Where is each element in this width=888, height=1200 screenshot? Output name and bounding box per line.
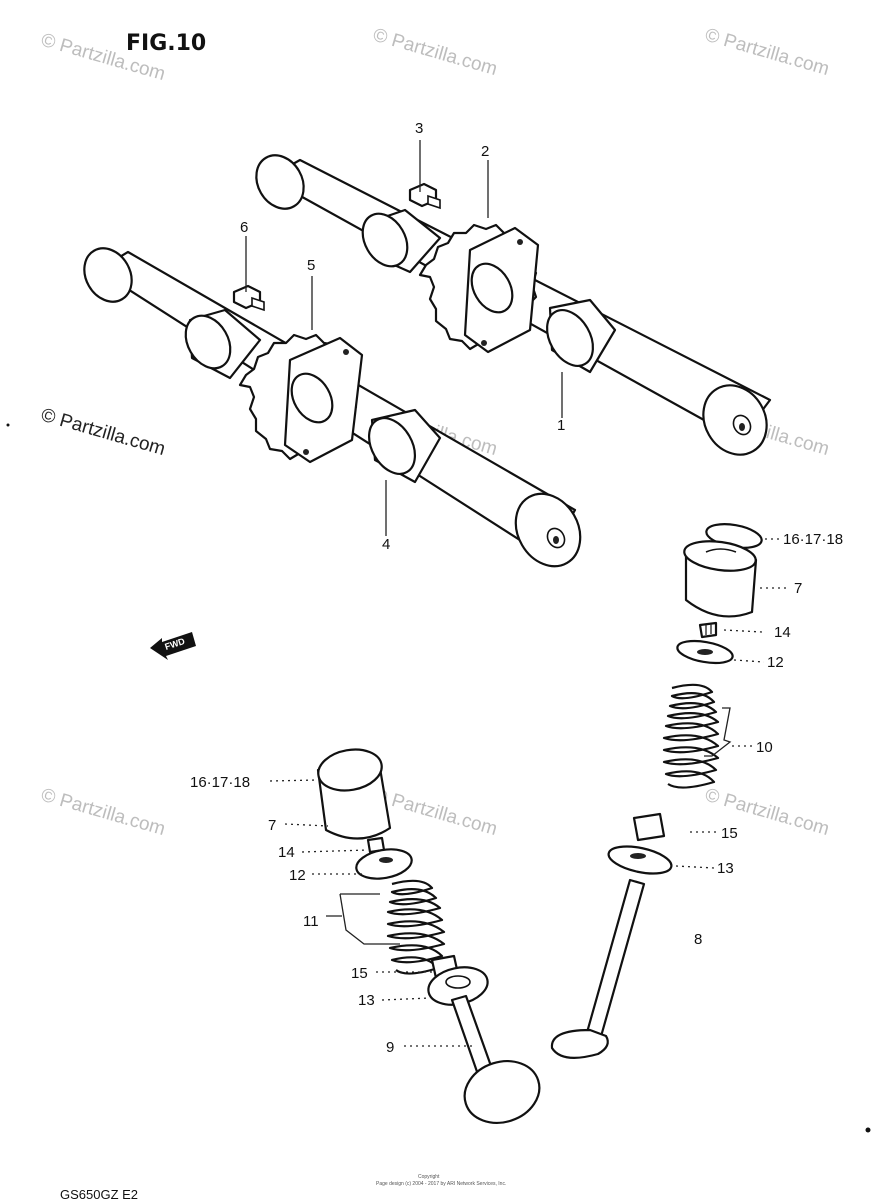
valve-spring-right bbox=[662, 683, 720, 789]
figure-title: FIG.10 bbox=[126, 31, 206, 56]
callout-12-right: 12 bbox=[767, 654, 784, 671]
bolt-6 bbox=[232, 284, 265, 312]
callout-10: 10 bbox=[756, 739, 773, 756]
callout-14-left: 14 bbox=[278, 844, 295, 861]
leader-lines bbox=[245, 140, 790, 1047]
callout-3: 3 bbox=[415, 120, 423, 137]
callout-6: 6 bbox=[240, 219, 248, 236]
callout-16-17-18-right: 16·17·18 bbox=[783, 531, 843, 548]
callout-15-left: 15 bbox=[351, 965, 368, 982]
watermark-top-right: © Partzilla.com bbox=[703, 25, 832, 80]
cam-sprocket-5 bbox=[238, 333, 364, 464]
callout-4: 4 bbox=[382, 536, 390, 553]
spring-seat-right bbox=[607, 845, 673, 875]
callouts: 1 2 3 4 5 6 16·17·18 7 14 12 10 15 13 8 … bbox=[190, 120, 843, 1056]
retainer-left bbox=[355, 848, 413, 880]
spring-seat-left bbox=[427, 966, 489, 1006]
footer-copyright-line2: Page design (c) 2004 - 2017 by ARI Netwo… bbox=[376, 1181, 506, 1187]
footer-copyright-line1: Copyright bbox=[418, 1174, 440, 1180]
callout-12-left: 12 bbox=[289, 867, 306, 884]
callout-13-right: 13 bbox=[717, 860, 734, 877]
watermark-lower-left: © Partzilla.com bbox=[39, 785, 168, 840]
callout-2: 2 bbox=[481, 143, 489, 160]
callout-15-right: 15 bbox=[721, 825, 738, 842]
callout-1: 1 bbox=[557, 417, 565, 434]
forward-arrow-icon: FWD bbox=[150, 632, 196, 660]
seal-right bbox=[632, 812, 666, 842]
callout-8: 8 bbox=[694, 931, 702, 948]
callout-5: 5 bbox=[307, 257, 315, 274]
callout-7-left: 7 bbox=[268, 817, 276, 834]
watermark-middle-left: © Partzilla.com bbox=[39, 405, 168, 460]
callout-13-left: 13 bbox=[358, 992, 375, 1009]
valve-9 bbox=[450, 994, 541, 1124]
callout-9: 9 bbox=[386, 1039, 394, 1056]
tappet-left bbox=[316, 748, 392, 840]
callout-7-right: 7 bbox=[794, 580, 802, 597]
watermark-top-center: © Partzilla.com bbox=[371, 25, 500, 80]
callout-16-17-18-left: 16·17·18 bbox=[190, 774, 250, 791]
cam-sprocket-2 bbox=[418, 223, 540, 354]
callout-14-right: 14 bbox=[774, 624, 791, 641]
tappet-right bbox=[683, 540, 758, 618]
retainer-right bbox=[676, 639, 734, 665]
cotter-right bbox=[698, 621, 718, 639]
bolt-3 bbox=[408, 182, 441, 210]
watermark-lower-center: © Partzilla.com bbox=[371, 785, 500, 840]
valve-8 bbox=[550, 878, 646, 1059]
model-code: GS650GZ E2 bbox=[60, 1187, 138, 1200]
callout-11: 11 bbox=[303, 913, 319, 930]
valve-spring-left bbox=[386, 879, 446, 975]
